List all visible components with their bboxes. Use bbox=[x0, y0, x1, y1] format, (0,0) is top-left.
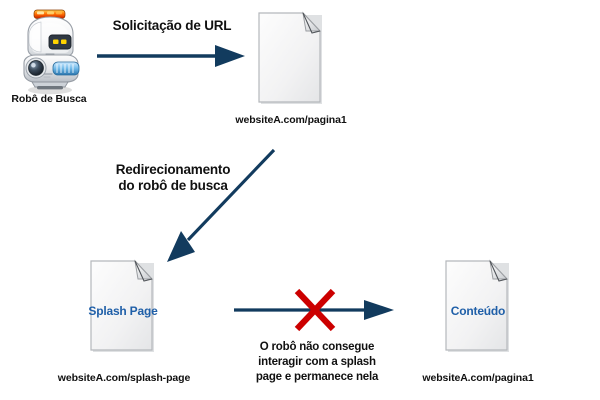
search-robot-icon bbox=[8, 6, 92, 98]
document-icon-splash-page[interactable]: Splash Page bbox=[88, 258, 158, 356]
content-page-inner-label: Conteúdo bbox=[450, 304, 506, 318]
request-arrow-icon bbox=[95, 42, 247, 75]
blocked-arrow-label: O robô não consegue interagir com a spla… bbox=[255, 341, 379, 383]
blocked-arrow-icon bbox=[232, 298, 397, 327]
redirect-arrow-label: Redirecionamento do robô de busca bbox=[115, 162, 231, 194]
request-arrow-label: Solicitação de URL bbox=[112, 18, 232, 33]
document-icon-content-page[interactable]: Conteúdo bbox=[443, 258, 513, 356]
content-page-caption: websiteA.com/pagina1 bbox=[422, 372, 534, 384]
redirect-arrow-icon bbox=[155, 140, 290, 280]
page-requested-caption: websiteA.com/pagina1 bbox=[235, 114, 347, 126]
splash-page-caption: websiteA.com/splash-page bbox=[57, 372, 191, 384]
x-mark-icon bbox=[291, 286, 339, 339]
document-icon-page-requested[interactable] bbox=[256, 10, 326, 108]
splash-page-inner-label: Splash Page bbox=[88, 304, 158, 318]
robot-caption: Robô de Busca bbox=[11, 93, 87, 105]
